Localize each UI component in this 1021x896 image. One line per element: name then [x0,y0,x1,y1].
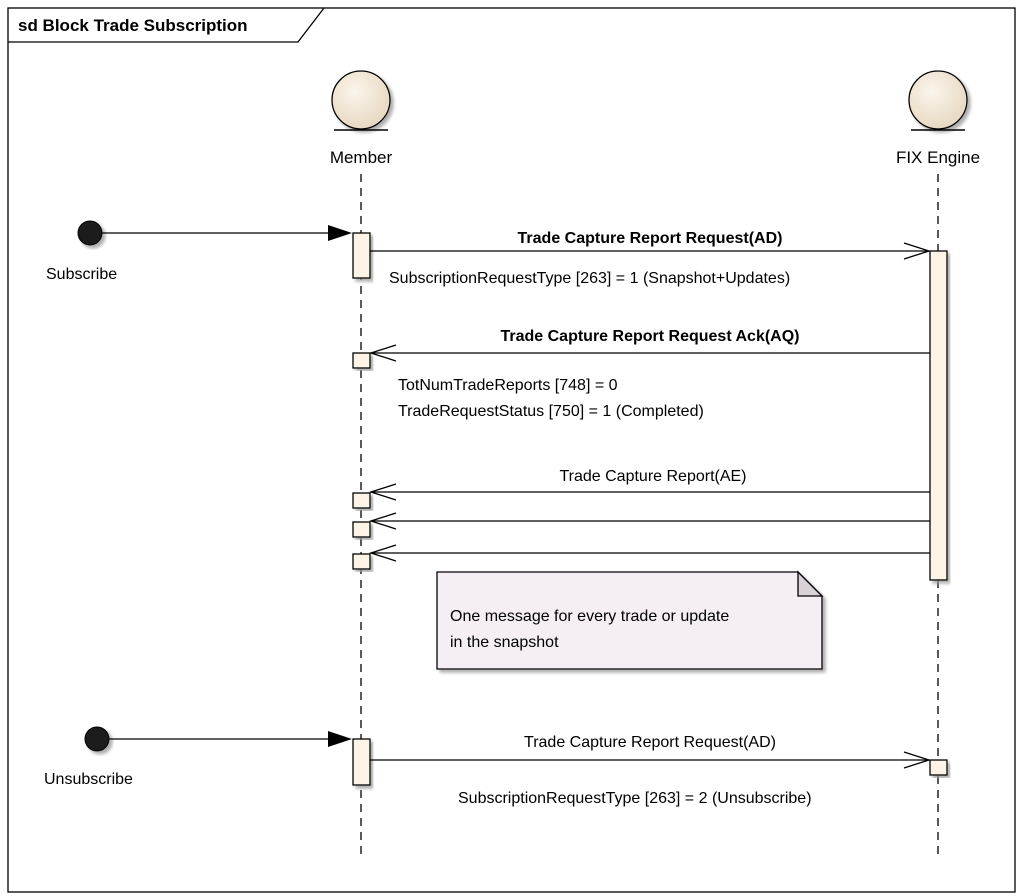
note-line1: One message for every trade or update [450,608,729,625]
message-label: Trade Capture Report Request(AD) [524,734,776,751]
member-activation-report-1[interactable] [352,492,371,509]
message-trade-capture-report-request[interactable]: Trade Capture Report Request(AD) Subscri… [370,230,932,287]
lifeline-member[interactable]: Member [330,70,393,860]
open-arrowhead-icon [368,483,397,501]
member-activation-2[interactable] [352,738,371,786]
member-activation-report-2[interactable] [352,521,371,538]
message-trade-capture-report-request-unsubscribe[interactable]: Trade Capture Report Request(AD) Subscri… [370,734,932,807]
message-note-line1: TotNumTradeReports [748] = 0 [398,377,618,394]
subscribe-label: Subscribe [46,266,117,283]
open-arrowhead-icon [903,242,932,260]
message-note: SubscriptionRequestType [263] = 2 (Unsub… [458,790,812,807]
message-trade-capture-report[interactable]: Trade Capture Report(AE) [368,468,930,501]
message-trade-capture-report-request-ack[interactable]: Trade Capture Report Request Ack(AQ) Tot… [368,328,930,420]
message-note: SubscriptionRequestType [263] = 1 (Snaps… [389,270,790,287]
message-trade-capture-report-repeat-1[interactable] [368,512,930,530]
activations [352,232,948,786]
subscribe-gate[interactable]: Subscribe [46,220,352,283]
member-activation-report-3[interactable] [352,553,371,570]
filled-arrowhead-icon [328,225,352,241]
note-fold-icon [797,570,824,597]
unsubscribe-label: Unsubscribe [44,771,133,788]
message-label: Trade Capture Report Request Ack(AQ) [500,328,799,345]
member-activation-1[interactable] [352,232,371,279]
fix-engine-label: FIX Engine [896,148,980,167]
entity-icon [908,70,968,130]
message-note-line2: TradeRequestStatus [750] = 1 (Completed) [398,403,704,420]
open-arrowhead-icon [903,751,932,769]
entity-icon [331,70,391,130]
initial-node-icon [77,220,103,246]
message-trade-capture-report-repeat-2[interactable] [368,544,930,562]
initial-node-icon [84,726,110,752]
note-line2: in the snapshot [450,634,559,651]
filled-arrowhead-icon [328,731,352,747]
open-arrowhead-icon [368,344,397,362]
open-arrowhead-icon [368,512,397,530]
message-label: Trade Capture Report(AE) [559,468,746,485]
member-activation-ack[interactable] [352,352,371,369]
member-label: Member [330,148,393,167]
note[interactable]: One message for every trade or update in… [436,570,824,670]
fix-engine-activation-2[interactable] [929,759,948,776]
diagram-frame: sd Block Trade Subscription [7,7,1016,893]
frame-title: sd Block Trade Subscription [18,16,248,35]
fix-engine-activation-1[interactable] [929,250,948,581]
unsubscribe-gate[interactable]: Unsubscribe [44,726,352,788]
message-label: Trade Capture Report Request(AD) [518,230,783,247]
note-box [436,571,823,670]
open-arrowhead-icon [368,544,397,562]
